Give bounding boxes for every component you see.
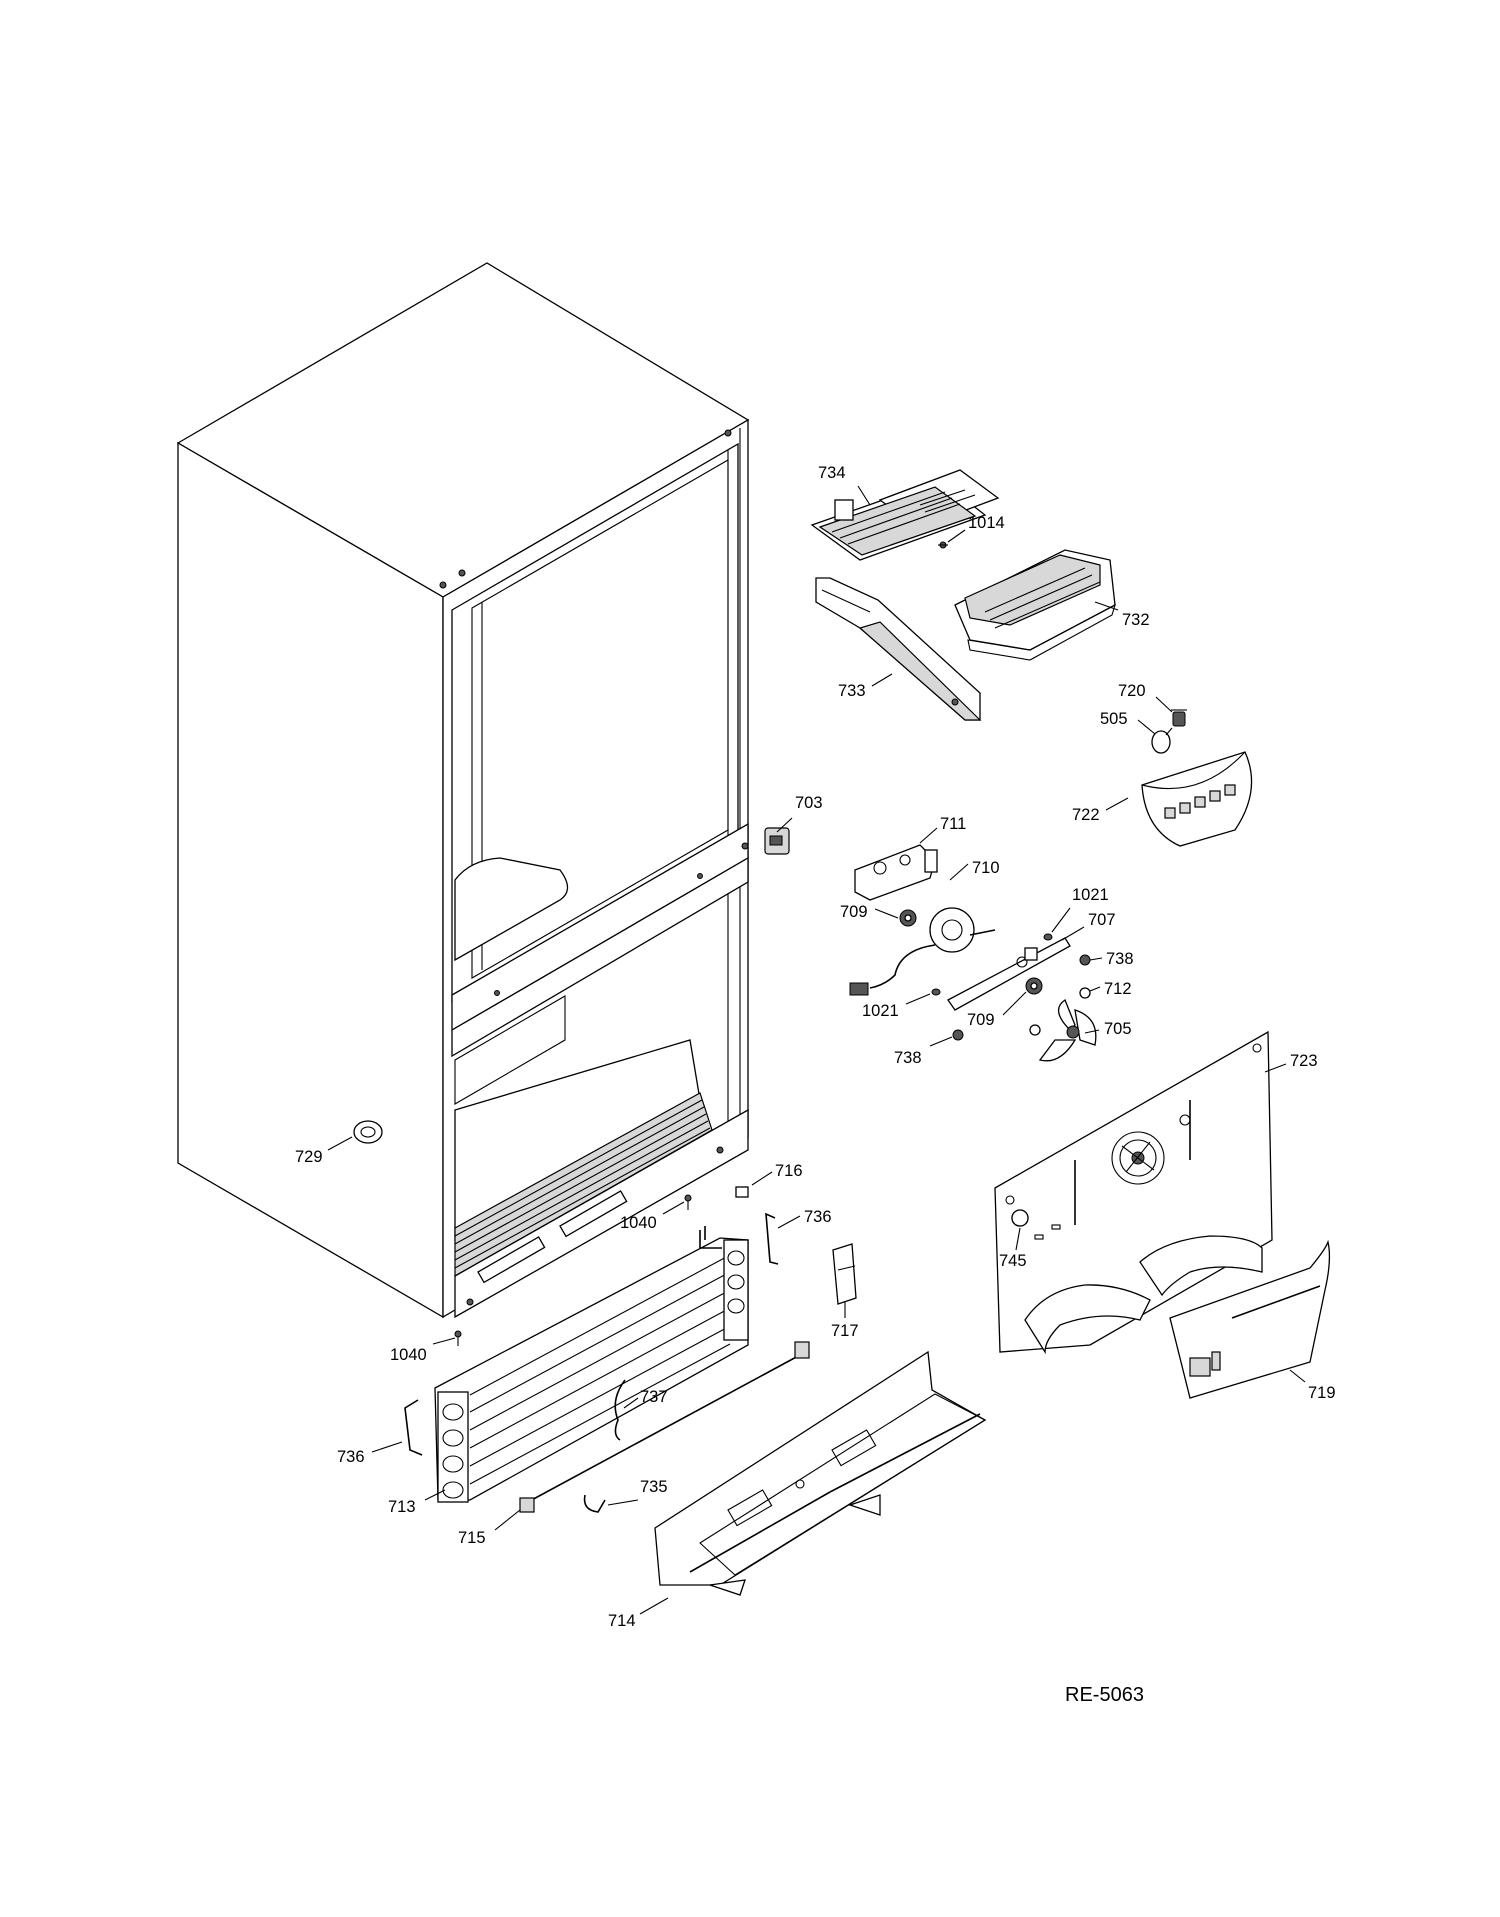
callout-711: 711: [940, 815, 966, 833]
callout-713: 713: [388, 1498, 416, 1516]
callout-707: 707: [1088, 911, 1116, 929]
leader-lines: [327, 485, 1306, 1615]
part-738-nut-lower: [952, 1029, 964, 1041]
part-745-fitting: [1011, 1209, 1029, 1227]
part-709-grommet-lower: [1025, 977, 1043, 995]
part-703-switch: [764, 827, 790, 855]
callout-733: 733: [838, 682, 866, 700]
reference-code: RE-5063: [1065, 1684, 1144, 1706]
part-711-bracket: [854, 844, 938, 901]
callout-736-lower: 736: [337, 1448, 365, 1466]
callout-719: 719: [1308, 1384, 1336, 1402]
part-716-clip: [735, 1186, 749, 1198]
refrigerator-cabinet: [176, 262, 750, 1319]
part-713-condenser: [434, 1226, 749, 1503]
callout-738-lower: 738: [894, 1049, 922, 1067]
callout-737: 737: [640, 1388, 668, 1406]
callout-1040-upper: 1040: [620, 1214, 657, 1232]
part-705-fan-blade: [1038, 999, 1097, 1062]
part-719-cover: [1169, 1239, 1331, 1399]
callout-723: 723: [1290, 1052, 1318, 1070]
part-1040-screw-upper: [684, 1194, 692, 1210]
evaporator-grille: [454, 1092, 713, 1278]
part-710-fan-motor: [849, 907, 996, 996]
callout-717: 717: [831, 1322, 859, 1340]
part-735-clip: [583, 1494, 606, 1513]
part-722-light-housing: [1141, 751, 1253, 847]
part-736-clip-lower: [404, 1399, 423, 1456]
callout-1021-upper: 1021: [1072, 886, 1109, 904]
callout-505: 505: [1100, 710, 1128, 728]
defrost-heater: [527, 1341, 810, 1503]
callout-1014: 1014: [968, 514, 1005, 532]
callout-710: 710: [972, 859, 1000, 877]
callout-716: 716: [775, 1162, 803, 1180]
part-733-rail: [815, 577, 982, 721]
callout-709-upper: 709: [840, 903, 868, 921]
part-1040-screw-lower: [454, 1330, 462, 1346]
callout-729: 729: [295, 1148, 323, 1166]
part-715-terminal: [519, 1497, 535, 1513]
callout-745: 745: [999, 1252, 1027, 1270]
callout-1021-lower: 1021: [862, 1002, 899, 1020]
callout-715: 715: [458, 1529, 486, 1547]
part-505-bulb: [1151, 727, 1173, 754]
part-712-nut: [1079, 987, 1091, 999]
part-1014-screw: [938, 541, 948, 549]
callout-720: 720: [1118, 682, 1146, 700]
part-717-block: [832, 1243, 857, 1305]
callout-1040-lower: 1040: [390, 1346, 427, 1364]
air-ducts: [1024, 1235, 1263, 1355]
part-714-drain-pan: [654, 1350, 987, 1596]
callout-703: 703: [795, 794, 823, 812]
callout-714: 714: [608, 1612, 636, 1630]
part-1021-screw-lower: [931, 988, 941, 996]
part-720-socket: [1171, 709, 1187, 727]
part-1021-screw-upper: [1043, 933, 1053, 941]
callout-709-lower: 709: [967, 1011, 995, 1029]
callout-732: 732: [1122, 611, 1150, 629]
callout-734: 734: [818, 464, 846, 482]
callout-labels: 734 1014 732 733 720 505 722 703 711 710…: [295, 464, 1336, 1630]
part-738-nut-upper: [1079, 954, 1091, 966]
part-723-evaporator-cover: [994, 1030, 1273, 1353]
part-737-clip: [614, 1379, 626, 1441]
callout-738-upper: 738: [1106, 950, 1134, 968]
part-729-plug: [353, 1120, 383, 1144]
part-732-grille: [954, 549, 1116, 661]
callout-735: 735: [640, 1478, 668, 1496]
callout-712: 712: [1104, 980, 1132, 998]
part-736-clip-upper: [765, 1212, 779, 1265]
callout-705: 705: [1104, 1020, 1132, 1038]
part-734-cover: [810, 469, 1000, 561]
part-707-bracket: [947, 937, 1071, 1011]
callout-736-upper: 736: [804, 1208, 832, 1226]
part-709-grommet-upper: [899, 909, 917, 927]
callout-722: 722: [1072, 806, 1100, 824]
